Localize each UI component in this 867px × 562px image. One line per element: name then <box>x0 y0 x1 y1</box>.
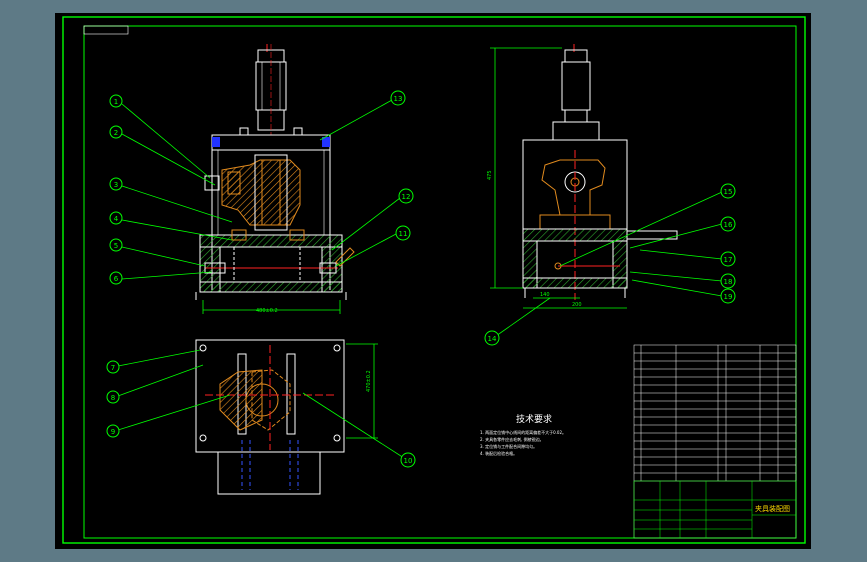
parts-list <box>633 344 797 539</box>
svg-text:3: 3 <box>114 181 118 189</box>
balloon-14: 14 <box>484 330 500 346</box>
plan-leaders <box>117 349 405 459</box>
balloon-2: 2 <box>109 125 123 139</box>
balloon-6: 6 <box>109 271 123 285</box>
svg-text:19: 19 <box>724 293 733 301</box>
balloon-1: 1 <box>109 94 123 108</box>
side-balloons: 15 16 17 18 19 14 <box>484 183 736 346</box>
svg-text:1: 1 <box>114 98 118 106</box>
tech-note-3: 3. 定位销与工件配合间隙均匀。 <box>480 443 537 449</box>
outer-border <box>62 16 806 544</box>
svg-text:18: 18 <box>724 278 733 286</box>
plan-balloons: 7 8 9 10 <box>106 360 416 468</box>
inner-border <box>83 25 797 539</box>
side-base-dimension: 200 <box>572 302 582 308</box>
balloon-8: 8 <box>106 390 120 404</box>
balloon-5: 5 <box>109 238 123 252</box>
balloon-13: 13 <box>390 90 406 106</box>
svg-text:4: 4 <box>114 215 119 223</box>
front-width-dimension: 480±0.2 <box>256 308 278 314</box>
front-balloons: 1 2 3 4 5 6 13 12 11 <box>109 90 414 285</box>
svg-text:15: 15 <box>724 188 733 196</box>
corner-box <box>83 25 129 35</box>
balloon-11: 11 <box>395 225 411 241</box>
balloon-3: 3 <box>109 177 123 191</box>
balloon-18: 18 <box>720 273 736 289</box>
svg-text:16: 16 <box>724 221 733 229</box>
side-width-dimension: 140 <box>540 292 550 298</box>
tech-title: 技术要求 <box>516 413 552 425</box>
svg-text:9: 9 <box>111 428 115 436</box>
side-leaders <box>495 191 723 337</box>
side-view: 475 140 200 <box>487 44 678 309</box>
balloon-10: 10 <box>400 452 416 468</box>
svg-text:13: 13 <box>394 95 403 103</box>
balloon-7: 7 <box>106 360 120 374</box>
drawing-name: 夹具装配图 <box>755 504 790 513</box>
plan-height-dimension: 470±0.2 <box>366 370 372 392</box>
svg-text:14: 14 <box>488 335 497 343</box>
balloon-15: 15 <box>720 183 736 199</box>
balloon-17: 17 <box>720 251 736 267</box>
svg-text:17: 17 <box>724 256 733 264</box>
svg-text:6: 6 <box>114 275 119 283</box>
drawing-sheet <box>55 13 811 549</box>
front-leaders <box>121 99 401 280</box>
balloon-12: 12 <box>398 188 414 204</box>
technical-requirements: 技术要求 1. 两面定位销中心线间的距离偏差不大于0.02。 2. 夹具各零件应… <box>480 413 566 456</box>
svg-text:2: 2 <box>114 129 118 137</box>
svg-text:10: 10 <box>404 457 413 465</box>
svg-text:5: 5 <box>114 242 118 250</box>
balloon-16: 16 <box>720 216 736 232</box>
balloon-9: 9 <box>106 424 120 438</box>
side-height-dimension: 475 <box>487 170 493 180</box>
tech-note-1: 1. 两面定位销中心线间的距离偏差不大于0.02。 <box>480 429 566 435</box>
svg-text:11: 11 <box>399 230 408 238</box>
tech-note-4: 4. 装配后检验合格。 <box>480 450 517 456</box>
tech-note-2: 2. 夹具各零件应去毛刺, 倒棱锐边。 <box>480 436 544 442</box>
balloon-19: 19 <box>720 288 736 304</box>
svg-text:12: 12 <box>402 193 411 201</box>
plan-view: 470±0.2 <box>195 339 378 495</box>
svg-text:7: 7 <box>111 364 115 372</box>
front-view: 480±0.2 <box>195 44 355 314</box>
svg-text:8: 8 <box>111 394 115 402</box>
balloon-4: 4 <box>109 211 123 225</box>
